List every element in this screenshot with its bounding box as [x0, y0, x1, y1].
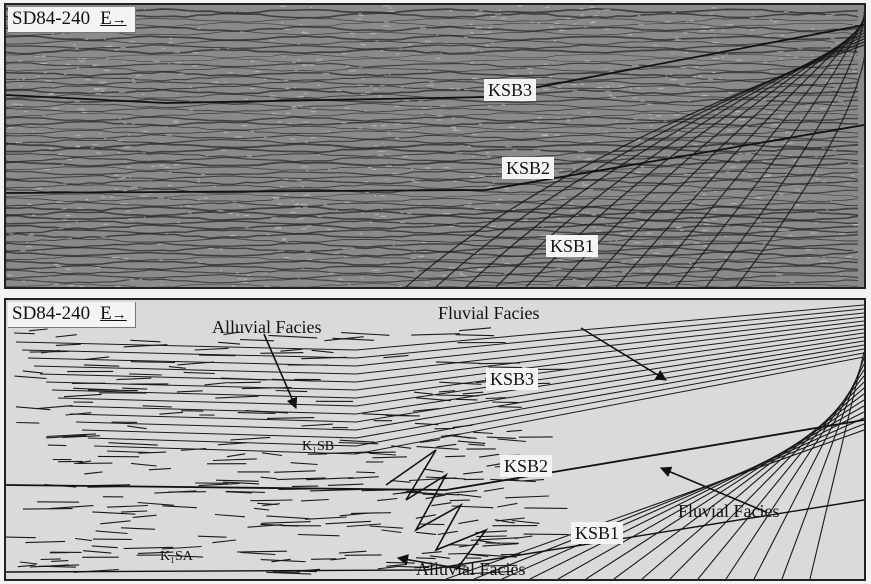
facies-label-fluvial-top: Fluvial Facies	[438, 302, 540, 324]
section-title: SD84-240 E→	[8, 302, 136, 328]
boundary-label-ksb2: KSB2	[500, 455, 552, 477]
facies-label-fluvial-right: Fluvial Facies	[678, 500, 780, 522]
section-title: SD84-240 E→	[8, 7, 136, 33]
boundary-label-ksb1: KSB1	[571, 522, 623, 544]
arrow-alluvial-top	[264, 334, 296, 408]
boundary-label-ksb3: KSB3	[486, 368, 538, 390]
unit-label-k1sa: K₁SA	[160, 546, 193, 568]
seismic-section-panel: SD84-240 E→ KSB3 KSB2 KSB1	[4, 3, 866, 289]
unit-label-k1sb: K₁SB	[302, 436, 334, 458]
facies-label-alluvial-bottom: Alluvial Facies	[416, 558, 525, 580]
boundary-label-ksb3: KSB3	[484, 79, 536, 101]
reflection-lines	[6, 5, 864, 287]
section-id: SD84-240	[12, 8, 90, 29]
direction-label: E	[100, 8, 112, 29]
interpretation-panel: SD84-240 E→ Alluvial Facies Fluvial Facie…	[4, 298, 866, 581]
direction-label: E	[100, 303, 112, 324]
seismic-reflections	[6, 5, 864, 287]
direction-arrow-icon: →	[112, 307, 127, 323]
direction-arrow-icon: →	[112, 12, 127, 28]
interpreted-reflectors	[6, 300, 864, 579]
section-id: SD84-240	[12, 303, 90, 324]
boundary-label-ksb2: KSB2	[502, 157, 554, 179]
facies-label-alluvial-top: Alluvial Facies	[212, 316, 321, 338]
boundary-label-ksb1: KSB1	[546, 235, 598, 257]
